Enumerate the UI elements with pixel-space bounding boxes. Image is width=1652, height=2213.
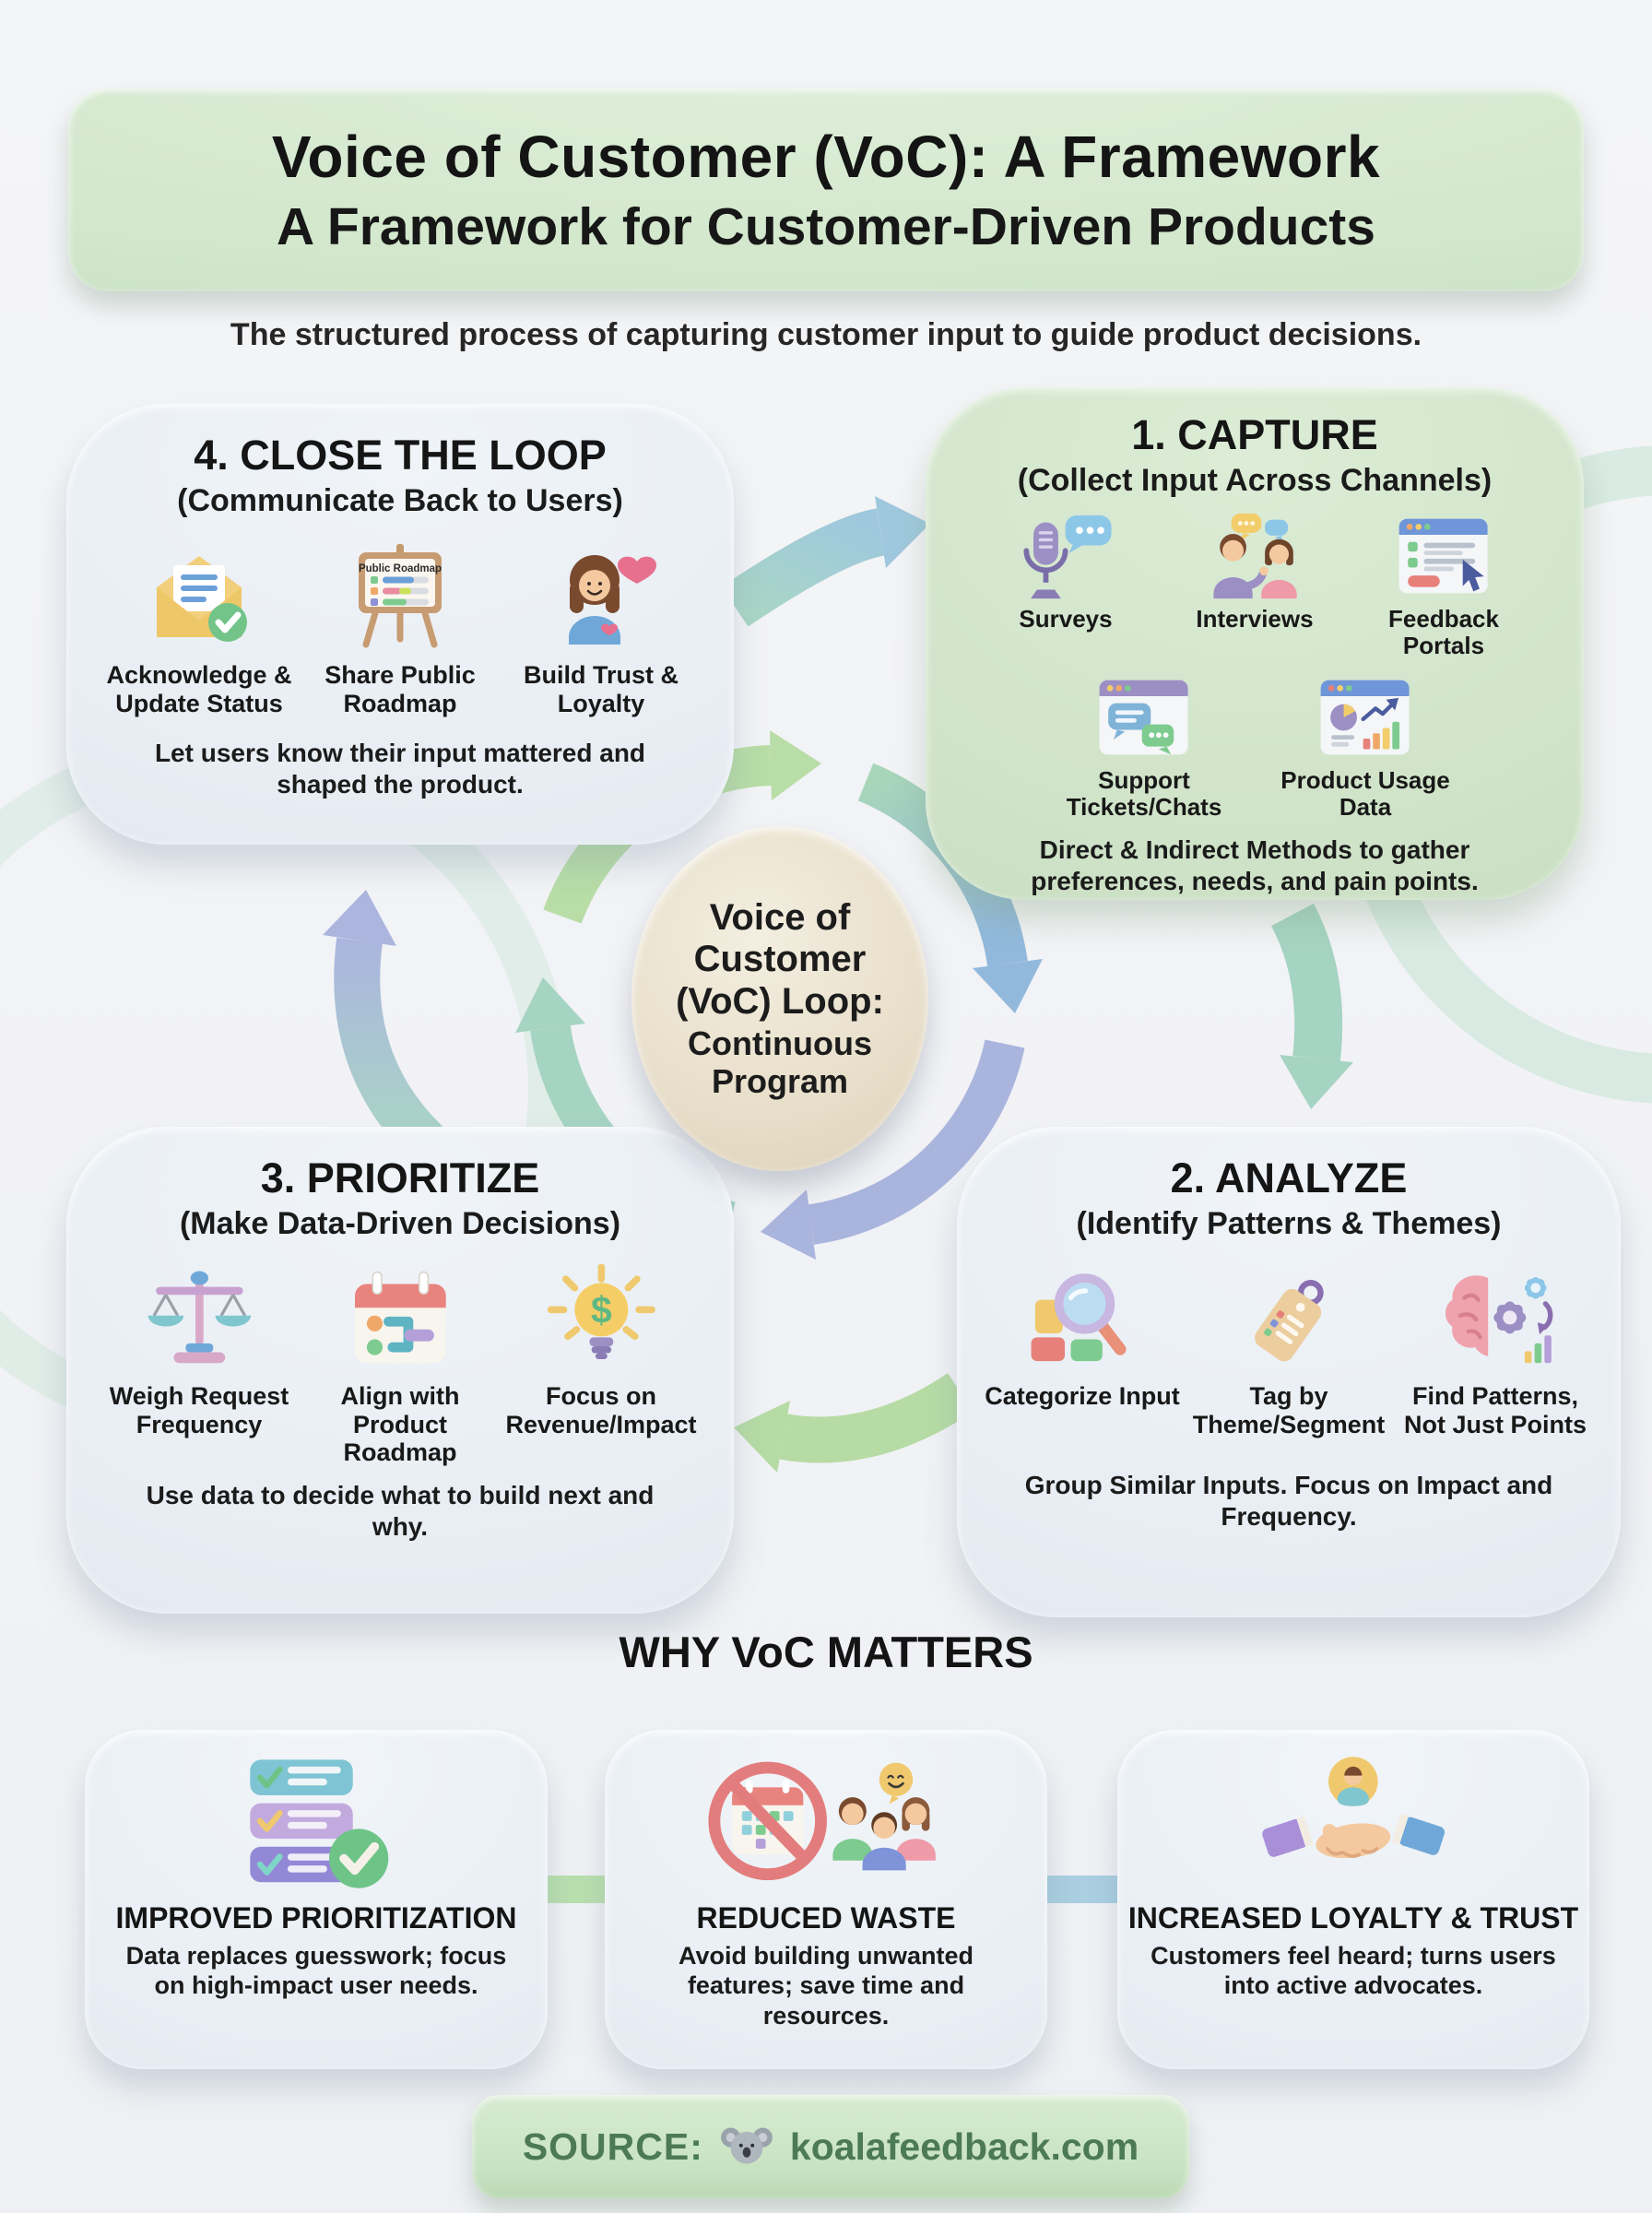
benefit-body: Data replaces guesswork; focus on high-i… xyxy=(125,1942,507,2000)
voc-loop-center: Voice of Customer (VoC) Loop: Continuous… xyxy=(631,826,928,1171)
item-label: Surveys xyxy=(1019,605,1113,633)
step-subtitle: (Identify Patterns & Themes) xyxy=(1076,1206,1502,1241)
benefit-title: INCREASED LOYALTY & TRUST xyxy=(1127,1901,1579,1935)
list-item: Find Patterns, Not Just Points xyxy=(1392,1264,1599,1438)
feedback-portal-window-icon xyxy=(1399,518,1488,594)
step-title: 1. CAPTURE xyxy=(1131,411,1378,458)
arrow-closeloop-to-capture xyxy=(721,496,930,627)
item-label: Focus on Revenue/Impact xyxy=(505,1382,697,1438)
step-footnote: Let users know their input mattered and … xyxy=(154,739,646,799)
header-card: Voice of Customer (VoC): A Framework A F… xyxy=(68,89,1584,291)
item-label: Build Trust & Loyalty xyxy=(524,661,678,717)
no-calendar-people-icon xyxy=(708,1761,936,1881)
page-subtitle: A Framework for Customer-Driven Products xyxy=(277,197,1375,256)
step-card-close-the-loop: 4. CLOSE THE LOOP (Communicate Back to U… xyxy=(66,404,734,845)
arrow-capture-to-analyze xyxy=(1270,903,1353,1109)
list-item: Public Roadmap Share Public Roadmap xyxy=(300,541,501,717)
benefit-body: Customers feel heard; turns users into a… xyxy=(1150,1942,1556,2000)
list-item: Build Trust & Loyalty xyxy=(501,541,702,717)
calendar-roadmap-icon xyxy=(354,1271,446,1364)
svg-text:$: $ xyxy=(591,1288,612,1331)
step-footnote: Direct & Indirect Methods to gather pref… xyxy=(1031,834,1479,895)
item-label: Acknowledge & Update Status xyxy=(106,661,292,717)
item-label: Interviews xyxy=(1196,605,1314,633)
list-item: Feedback Portals xyxy=(1350,512,1539,660)
connector-line-green xyxy=(542,1876,610,1903)
benefit-card-improved-prioritization: IMPROVED PRIORITIZATION Data replaces gu… xyxy=(85,1730,548,2069)
why-voc-matters-heading: WHY VoC MATTERS xyxy=(619,1627,1033,1676)
balance-scale-icon xyxy=(148,1271,251,1364)
icon-row: Weigh Request Frequency Align with Produ… xyxy=(66,1264,734,1467)
item-label: Weigh Request Frequency xyxy=(109,1382,289,1438)
koala-icon xyxy=(720,2127,773,2164)
list-item: Categorize Input xyxy=(979,1264,1186,1411)
item-label: Categorize Input xyxy=(985,1382,1180,1410)
list-item: Weigh Request Frequency xyxy=(99,1264,300,1438)
microphone-icon xyxy=(1023,515,1112,599)
list-item: Support Tickets/Chats xyxy=(1033,673,1255,822)
item-label: Support Tickets/Chats xyxy=(1066,765,1222,822)
step-footnote: Use data to decide what to build next an… xyxy=(146,1480,655,1541)
item-label: Feedback Portals xyxy=(1388,605,1499,660)
benefit-card-increased-loyalty: INCREASED LOYALTY & TRUST Customers feel… xyxy=(1117,1730,1589,2069)
page-title: Voice of Customer (VoC): A Framework xyxy=(271,124,1381,190)
step-card-capture: 1. CAPTURE (Collect Input Across Channel… xyxy=(926,387,1584,900)
step-card-analyze: 2. ANALYZE (Identify Patterns & Themes) … xyxy=(957,1127,1621,1617)
benefit-title: IMPROVED PRIORITIZATION xyxy=(115,1901,517,1935)
tag-icon xyxy=(1254,1280,1324,1362)
list-item: Acknowledge & Update Status xyxy=(99,541,300,717)
step-subtitle: (Make Data-Driven Decisions) xyxy=(179,1206,621,1241)
checklist-check-icon xyxy=(250,1759,389,1888)
mail-check-icon xyxy=(157,556,247,642)
list-item: Interviews xyxy=(1161,512,1350,633)
arrow-analyze-to-prioritize xyxy=(734,1373,974,1473)
item-label: Tag by Theme/Segment xyxy=(1192,1382,1386,1438)
roadmap-board-icon: Public Roadmap xyxy=(359,544,442,648)
support-chat-window-icon xyxy=(1100,680,1188,755)
arrow-prioritize-to-closeloop xyxy=(323,890,451,1168)
benefit-title: REDUCED WASTE xyxy=(696,1901,956,1935)
step-subtitle: (Communicate Back to Users) xyxy=(177,483,623,518)
list-item: Align with Product Roadmap xyxy=(300,1264,501,1467)
icon-row: Categorize Input Tag xyxy=(957,1264,1621,1438)
magnifier-categorize-icon xyxy=(1031,1273,1127,1362)
source-label: SOURCE: xyxy=(522,2124,703,2168)
step-title: 3. PRIORITIZE xyxy=(260,1154,540,1201)
connector-line-blue xyxy=(1042,1876,1123,1903)
list-item: Product Usage Data xyxy=(1255,673,1476,822)
item-label: Find Patterns, Not Just Points xyxy=(1403,1382,1587,1438)
icon-row: Acknowledge & Update Status Public Roadm… xyxy=(66,541,734,717)
step-subtitle: (Collect Input Across Channels) xyxy=(1017,463,1493,498)
item-label: Product Usage Data xyxy=(1280,765,1450,822)
item-label: Share Public Roadmap xyxy=(324,661,476,717)
center-subtitle: Continuous Program xyxy=(688,1024,872,1101)
step-card-prioritize: 3. PRIORITIZE (Make Data-Driven Decision… xyxy=(66,1127,734,1614)
usage-analytics-window-icon xyxy=(1321,680,1410,755)
board-label: Public Roadmap xyxy=(359,563,442,574)
icon-row: Surveys Interview xyxy=(926,512,1584,660)
interview-people-icon xyxy=(1213,513,1298,599)
brain-gears-icon xyxy=(1446,1275,1553,1364)
dollar-lightbulb-icon: $ xyxy=(547,1264,655,1359)
step-title: 4. CLOSE THE LOOP xyxy=(194,432,607,479)
tagline: The structured process of capturing cust… xyxy=(230,317,1422,352)
step-footnote: Group Similar Inputs. Focus on Impact an… xyxy=(1024,1471,1553,1532)
handshake-icon xyxy=(1262,1757,1446,1859)
icon-row: Support Tickets/Chats xyxy=(926,673,1584,822)
list-item: $ Focus on Revenue/Impact xyxy=(501,1264,702,1438)
step-title: 2. ANALYZE xyxy=(1170,1154,1408,1201)
item-label: Align with Product Roadmap xyxy=(340,1382,460,1466)
benefit-card-reduced-waste: REDUCED WASTE Avoid building unwanted fe… xyxy=(605,1730,1047,2069)
list-item: Tag by Theme/Segment xyxy=(1186,1264,1392,1438)
source-footer: SOURCE: koalafeedback.com xyxy=(472,2095,1189,2198)
inner-loop-arc-bottom xyxy=(761,1039,1025,1260)
benefit-body: Avoid building unwanted features; save t… xyxy=(678,1942,974,2030)
list-item: Surveys xyxy=(972,512,1161,633)
woman-heart-icon xyxy=(569,555,656,645)
source-site: koalafeedback.com xyxy=(789,2124,1139,2168)
center-title: Voice of Customer (VoC) Loop: xyxy=(676,896,884,1022)
